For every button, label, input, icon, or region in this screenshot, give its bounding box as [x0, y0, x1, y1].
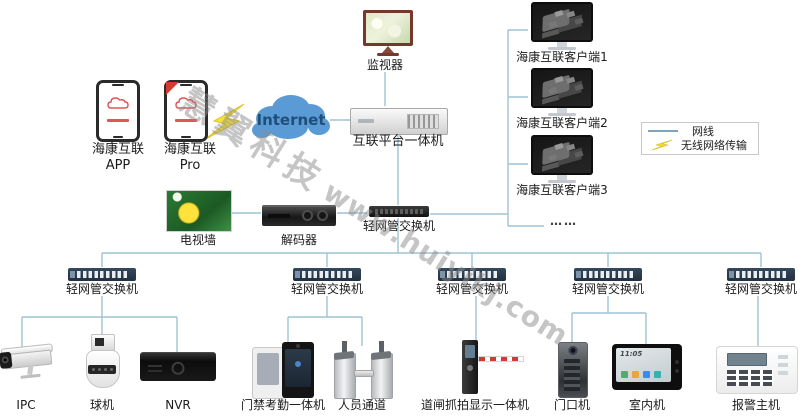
cloud-logo-icon: [107, 97, 129, 109]
more-clients-ellipsis: ……: [550, 214, 578, 228]
tv-wall-icon: [166, 190, 232, 232]
client-2-label: 海康互联客户端2: [516, 116, 608, 130]
dome-camera-icon: [84, 334, 120, 392]
access-switch-icon: [68, 268, 136, 281]
client-3-label: 海康互联客户端3: [516, 183, 608, 197]
client-monitor-icon: [531, 2, 593, 50]
corner-flag-icon: [166, 82, 179, 95]
indoor-station-label: 室内机: [628, 398, 665, 412]
barrier-label: 道闸抓拍显示一体机: [420, 398, 529, 412]
core-switch-icon: [369, 206, 429, 217]
access-switch-icon: [293, 268, 361, 281]
wired-legend-label: 网线: [692, 125, 714, 138]
app-phone-label: 海康互联 APP: [91, 142, 144, 173]
alarm-host-label: 报警主机: [731, 398, 780, 412]
client-1-label: 海康互联客户端1: [516, 50, 608, 64]
bullet-camera-icon: [0, 341, 58, 383]
dome-label: 球机: [89, 398, 114, 412]
switch-4-label: 轻网管交换机: [571, 282, 644, 296]
wireless-lightning-icon: [651, 139, 673, 151]
switch-5-label: 轻网管交换机: [724, 282, 797, 296]
client-monitor-icon: [531, 135, 593, 183]
core-switch-label: 轻网管交换机: [362, 219, 435, 233]
access-terminal-icon: [252, 342, 314, 399]
monitor-label: 监视器: [366, 58, 403, 72]
wireless-legend-label: 无线网络传输: [681, 139, 747, 152]
door-station-icon: [558, 342, 588, 398]
pro-phone-icon: [164, 80, 208, 142]
ipc-label: IPC: [16, 398, 36, 412]
internet-cloud-icon: Internet: [252, 95, 330, 139]
access-switch-icon: [438, 268, 506, 281]
client-monitor-icon: [531, 68, 593, 116]
app-phone-icon: [96, 80, 140, 142]
wired-line-sample: [648, 130, 678, 132]
indoor-monitor-icon: 11:05: [612, 344, 682, 390]
tv-wall-label: 电视墙: [179, 233, 216, 247]
alarm-panel-icon: [716, 346, 798, 394]
nvr-icon: [140, 352, 216, 381]
decoder-icon: [262, 205, 336, 226]
internet-label: Internet: [256, 111, 325, 129]
door-station-label: 门口机: [553, 398, 590, 412]
nvr-label: NVR: [165, 398, 191, 412]
turnstile-icon: [334, 341, 393, 399]
cloud-logo-icon: [175, 97, 197, 109]
platform-label: 互联平台一体机: [352, 134, 444, 149]
indoor-screen-time: 11:05: [620, 350, 643, 358]
access-switch-icon: [574, 268, 642, 281]
legend: 网线 无线网络传输: [641, 122, 759, 155]
switch-1-label: 轻网管交换机: [65, 282, 138, 296]
platform-server-icon: [350, 108, 448, 135]
switch-3-label: 轻网管交换机: [435, 282, 508, 296]
display-monitor-icon: [363, 10, 413, 56]
barrier-gate-icon: [452, 338, 524, 396]
access-control-label: 门禁考勤一体机: [240, 398, 325, 412]
access-switch-icon: [727, 268, 795, 281]
decoder-label: 解码器: [280, 233, 317, 247]
pro-phone-label: 海康互联 Pro: [163, 142, 216, 173]
switch-2-label: 轻网管交换机: [290, 282, 363, 296]
turnstile-label: 人员通道: [337, 398, 386, 412]
wireless-lightning-icon: [203, 103, 245, 141]
